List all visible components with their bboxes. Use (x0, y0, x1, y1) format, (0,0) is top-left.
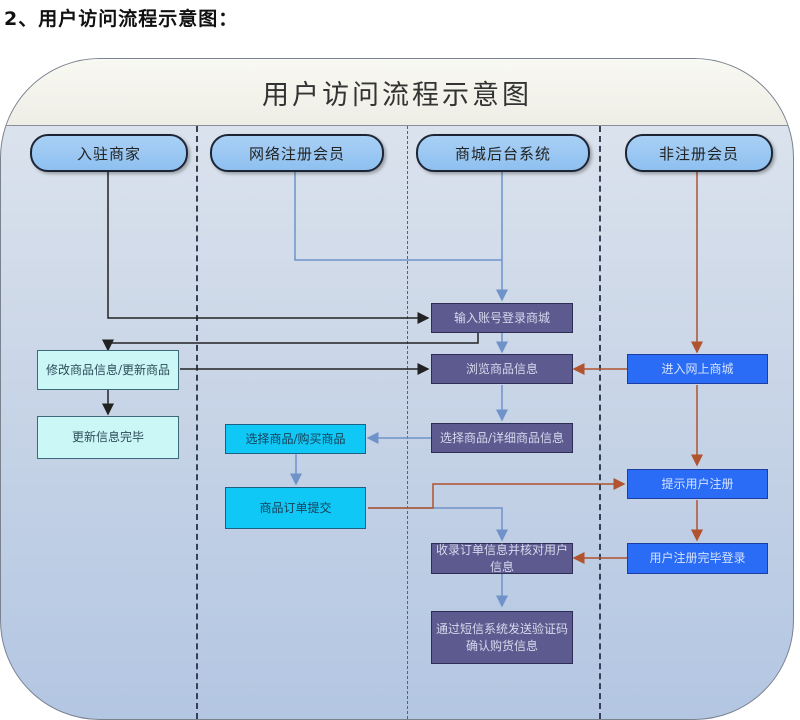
flowchart-title-bar: 用户访问流程示意图 (1, 59, 793, 126)
lane-header-mall-backend: 商城后台系统 (416, 134, 590, 172)
node-browse: 浏览商品信息 (431, 354, 573, 384)
node-sms-confirm: 通过短信系统发送验证码确认购货信息 (431, 611, 573, 664)
node-update-done: 更新信息完毕 (37, 416, 179, 459)
node-modify-product: 修改商品信息/更新商品 (37, 350, 179, 390)
lane-header-registered-member: 网络注册会员 (210, 134, 384, 172)
node-enter-mall: 进入网上商城 (627, 354, 768, 384)
node-prompt-register: 提示用户注册 (627, 469, 768, 499)
node-select-buy: 选择商品/购买商品 (225, 424, 366, 454)
section-heading: 2、用户访问流程示意图： (4, 8, 239, 30)
node-login: 输入账号登录商城 (431, 303, 573, 333)
node-select-detail: 选择商品/详细商品信息 (431, 423, 573, 453)
node-order-submit: 商品订单提交 (225, 487, 366, 529)
lane-header-guest: 非注册会员 (625, 134, 773, 172)
node-receive-order: 收录订单信息并核对用户信息 (431, 543, 573, 574)
lane-separator (599, 126, 601, 719)
lane-header-merchant: 入驻商家 (30, 134, 188, 172)
node-register-login: 用户注册完毕登录 (627, 543, 768, 574)
lane-separator (407, 126, 408, 719)
lane-separator (196, 126, 198, 719)
flowchart-title: 用户访问流程示意图 (262, 80, 532, 111)
